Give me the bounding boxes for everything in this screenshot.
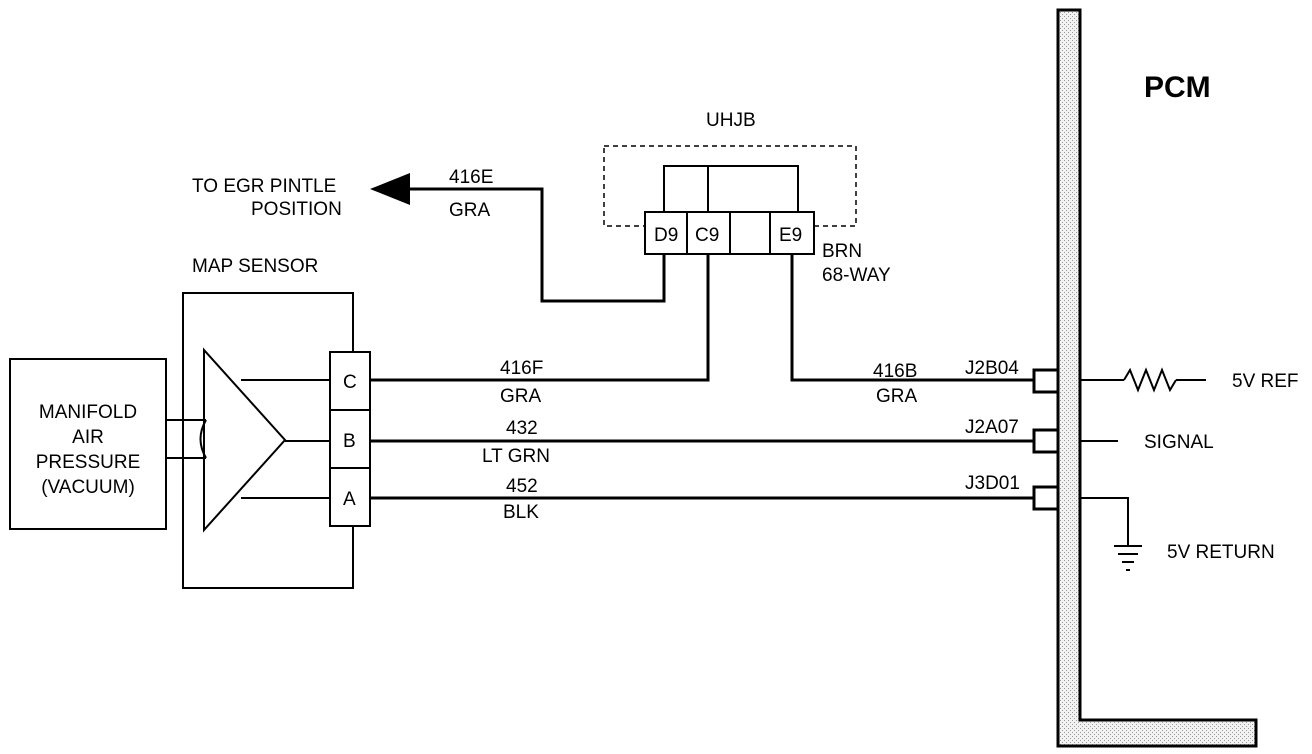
label-signal: SIGNAL [1144,432,1214,453]
pcm-pin-j2b04: J2B04 [965,358,1019,379]
map-pin-b [329,409,371,469]
wire-432-color: LT GRN [482,446,550,467]
wire-432-circuit: 432 [506,418,538,439]
uhjb-pin-e9-label: E9 [779,225,802,246]
egr-label-line2: POSITION [251,199,342,220]
pcm-title: PCM [1144,71,1211,104]
uhjb-pin-c9-label: C9 [695,225,719,246]
manifold-air-pressure-box: MANIFOLD AIR PRESSURE (VACUUM) [9,358,167,530]
wire-416e-color: GRA [449,200,491,221]
uhjb-outline [603,145,857,227]
label-5v-ref: 5V REF [1232,371,1299,392]
pcm-module: PCM [1056,8,1258,748]
amplifier-triangle [203,347,287,533]
manifold-line4: (VACUUM) [41,477,135,498]
map-sensor-title: MAP SENSOR [192,256,318,277]
manifold-line2: AIR [72,427,104,448]
manifold-line3: PRESSURE [36,452,141,473]
wire-416f [370,254,710,382]
wire-416f-color: GRA [500,386,542,407]
label-5v-return: 5V RETURN [1167,542,1275,563]
uhjb-pin-empty [729,211,771,255]
map-pin-c-label: C [343,372,357,393]
wire-452-color: BLK [503,502,539,523]
uhjb-connector-color: BRN [822,241,862,262]
wire-452-circuit: 452 [506,476,538,497]
pcm-terminal-j2b04 [1032,368,1060,394]
pcm-pin-j2a07: J2A07 [965,417,1019,438]
resistor-5v-ref [1080,367,1206,393]
wire-416e [400,187,666,303]
map-pin-c [329,351,371,411]
pcm-pin-j3d01: J3D01 [965,473,1020,494]
ground-symbol [1080,497,1142,571]
pcm-terminal-j2a07 [1032,428,1060,454]
egr-label-line1: TO EGR PINTLE [192,176,336,197]
wire-416b-color: GRA [876,386,918,407]
wire-416f-circuit: 416F [500,358,543,379]
arrow-to-egr [370,173,410,205]
wire-416b [790,254,1034,382]
wire-416b-circuit: 416B [873,361,917,382]
map-pin-a [329,467,371,527]
wire-416e-circuit: 416E [449,167,493,188]
map-sensor: MAP SENSOR C B A [182,256,371,589]
map-pin-b-label: B [343,431,356,452]
map-pin-a-label: A [343,489,356,510]
uhjb-title: UHJB [706,110,756,131]
manifold-line1: MANIFOLD [39,402,137,423]
uhjb-connector-type: 68-WAY [822,265,891,286]
vacuum-port [166,419,207,459]
uhjb-junction-block: UHJB D9 C9 E9 BRN 68-WAY [603,110,891,286]
uhjb-pin-d9-label: D9 [654,225,678,246]
pcm-terminal-j3d01 [1032,485,1060,511]
